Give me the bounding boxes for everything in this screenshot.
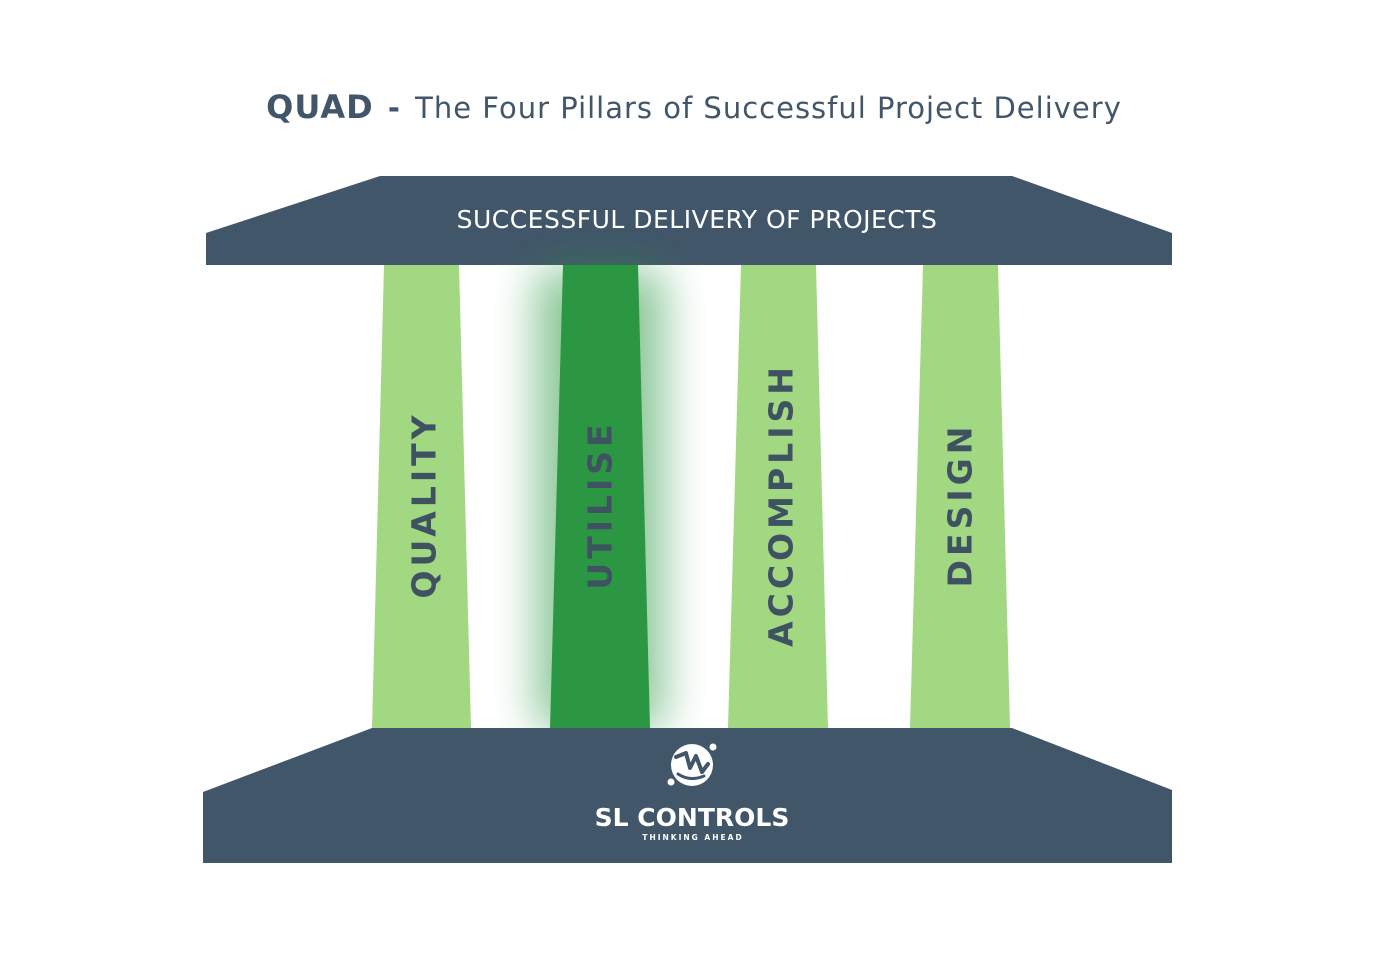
roof-label: SUCCESSFUL DELIVERY OF PROJECTS xyxy=(457,205,938,234)
diagram-title: QUAD - The Four Pillars of Successful Pr… xyxy=(0,88,1378,126)
pillar-quality: QUALITY xyxy=(372,265,471,728)
pillar-shaft xyxy=(910,265,1010,728)
pillar-design: DESIGN xyxy=(910,265,1010,728)
title-text: The Four Pillars of Successful Project D… xyxy=(415,91,1122,125)
pillar-shaft xyxy=(550,265,650,728)
sl-controls-logo-icon xyxy=(667,743,717,786)
pillar-label: DESIGN xyxy=(941,423,980,588)
roof-slab xyxy=(206,176,1172,265)
pillar-accomplish: ACCOMPLISH xyxy=(728,265,828,728)
pillar-label: QUALITY xyxy=(405,411,444,598)
brand-name: SL CONTROLS xyxy=(595,803,790,832)
pillar-shaft xyxy=(728,265,828,728)
brand-tagline: THINKING AHEAD xyxy=(642,833,743,842)
pillar-utilise: UTILISE xyxy=(550,265,650,728)
pillar-label: ACCOMPLISH xyxy=(762,363,801,647)
title-separator: - xyxy=(387,91,401,125)
title-acronym: QUAD xyxy=(266,88,374,126)
pillar-label: UTILISE xyxy=(581,420,620,589)
pillar-shaft xyxy=(372,265,471,728)
base-slab xyxy=(203,728,1172,863)
